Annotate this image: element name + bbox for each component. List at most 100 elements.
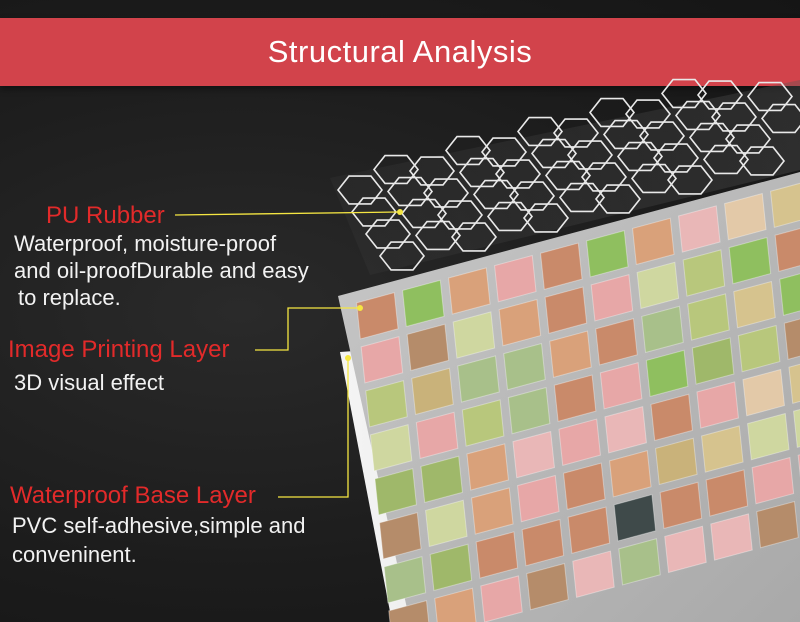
mosaic-tile — [705, 469, 749, 517]
hexagon-cell — [436, 200, 484, 230]
hexagon-cell — [558, 182, 606, 213]
mosaic-tile — [728, 236, 772, 285]
mosaic-tile — [549, 330, 592, 378]
mosaic-tile — [691, 337, 735, 385]
mosaic-tile — [429, 543, 473, 592]
hexagon-cell — [408, 156, 456, 186]
hexagon-cell — [544, 160, 592, 191]
mosaic-tile — [664, 525, 707, 574]
mosaic-tile — [360, 336, 404, 384]
mosaic-tile — [411, 367, 454, 416]
hexagon-cell — [602, 119, 650, 150]
mosaic-tile — [406, 323, 450, 372]
hexagon-cell — [566, 140, 614, 170]
mosaic-tile — [733, 280, 776, 329]
pu-rubber-hexagons — [336, 78, 800, 271]
mosaic-tile — [742, 368, 785, 417]
mosaic-tile — [498, 298, 542, 347]
hexagon-cell — [336, 175, 384, 205]
mosaic-tile — [779, 273, 800, 316]
mosaic-tile — [737, 324, 781, 373]
mosaic-tile — [632, 217, 675, 266]
layer-desc-base-layer-line2: conveninent. — [12, 542, 137, 567]
hexagon-cell — [486, 201, 534, 232]
mosaic-tile — [374, 468, 417, 516]
mosaic-tile — [471, 487, 514, 535]
hexagon-cell — [624, 99, 672, 129]
hexagon-cell — [666, 165, 714, 195]
hexagon-cell — [372, 154, 420, 185]
mosaic-tile — [641, 305, 684, 354]
hexagon-cell — [616, 141, 664, 172]
mosaic-tile — [356, 292, 399, 340]
hexagon-cell — [696, 80, 744, 110]
mosaic-tile — [517, 474, 560, 523]
layer-name-base-layer: Waterproof Base Layer — [10, 482, 256, 509]
leader-dot-base-layer — [345, 355, 351, 361]
mosaic-tile — [618, 538, 661, 586]
mosaic-tile — [774, 228, 800, 272]
mosaic-tile — [572, 550, 615, 598]
layer-desc-pu-rubber-line1: Waterproof, moisture-proof — [14, 231, 277, 256]
layer-desc-printing-layer-line1: 3D visual effect — [14, 370, 165, 395]
mosaic-tile — [507, 386, 551, 435]
mosaic-tile — [494, 254, 537, 303]
layer-desc-base-layer-line1: PVC self-adhesive,simple and — [12, 513, 306, 538]
mosaic-tile — [558, 418, 601, 466]
hexagon-cell — [494, 159, 542, 189]
mosaic-tile — [604, 406, 647, 454]
mosaic-tiles — [356, 182, 800, 622]
mosaic-tile — [613, 494, 657, 542]
mosaic-tile — [512, 430, 555, 479]
hexagon-cell — [630, 163, 678, 194]
mosaic-tile — [756, 500, 799, 549]
hexagon-cell — [378, 241, 426, 271]
mosaic-tile — [503, 342, 546, 391]
leader-line-base-layer — [278, 358, 349, 498]
hexagon-cell — [480, 137, 528, 167]
mosaic-tile — [425, 499, 468, 548]
hexagon-cell — [710, 102, 758, 132]
mosaic-tile — [567, 506, 611, 554]
mosaic-tile — [599, 362, 643, 410]
hexagon-cell — [386, 176, 434, 207]
leader-line-pu-rubber — [174, 211, 399, 216]
mosaic-tile — [751, 456, 795, 505]
mosaic-tile — [724, 192, 767, 241]
mosaic-tile — [461, 399, 505, 447]
mosaic-tile — [636, 261, 680, 310]
mosaic-tile — [655, 437, 698, 486]
mosaic-tile — [448, 267, 491, 315]
mosaic-tile — [540, 242, 583, 290]
mosaic-tile — [687, 293, 730, 341]
mosaic-tile — [521, 518, 565, 567]
mosaic-tile — [452, 311, 496, 359]
mosaic-tile — [365, 380, 408, 428]
mosaic-tile — [369, 424, 413, 472]
mosaic-tile — [783, 318, 800, 360]
mosaic-tile — [609, 450, 652, 498]
mosaic-tile — [659, 481, 703, 530]
hexagon-cell — [746, 81, 794, 112]
layer-desc-pu-rubber-line3: to replace. — [18, 285, 121, 310]
mosaic-tile — [383, 556, 427, 604]
mosaic-tile — [682, 249, 726, 297]
hexagon-cell — [638, 121, 686, 151]
mosaic-tile — [645, 349, 689, 398]
hexagon-cell — [580, 162, 628, 192]
hexagon-cell — [444, 135, 492, 166]
mosaic-tile — [457, 355, 500, 403]
mosaic-tile — [586, 230, 629, 278]
mosaic-tile — [595, 318, 638, 366]
mosaic-tile — [466, 443, 509, 491]
mosaic-tile — [710, 513, 753, 561]
mosaic-tile — [475, 531, 519, 579]
hexagon-cell — [674, 100, 722, 131]
hexagon-cell — [422, 178, 470, 208]
title-banner: Structural Analysis — [0, 18, 800, 86]
mosaic-tile — [415, 411, 459, 460]
hexagon-cell — [364, 219, 412, 249]
hexagon-cell — [702, 144, 750, 175]
mosaic-tile — [480, 575, 523, 622]
